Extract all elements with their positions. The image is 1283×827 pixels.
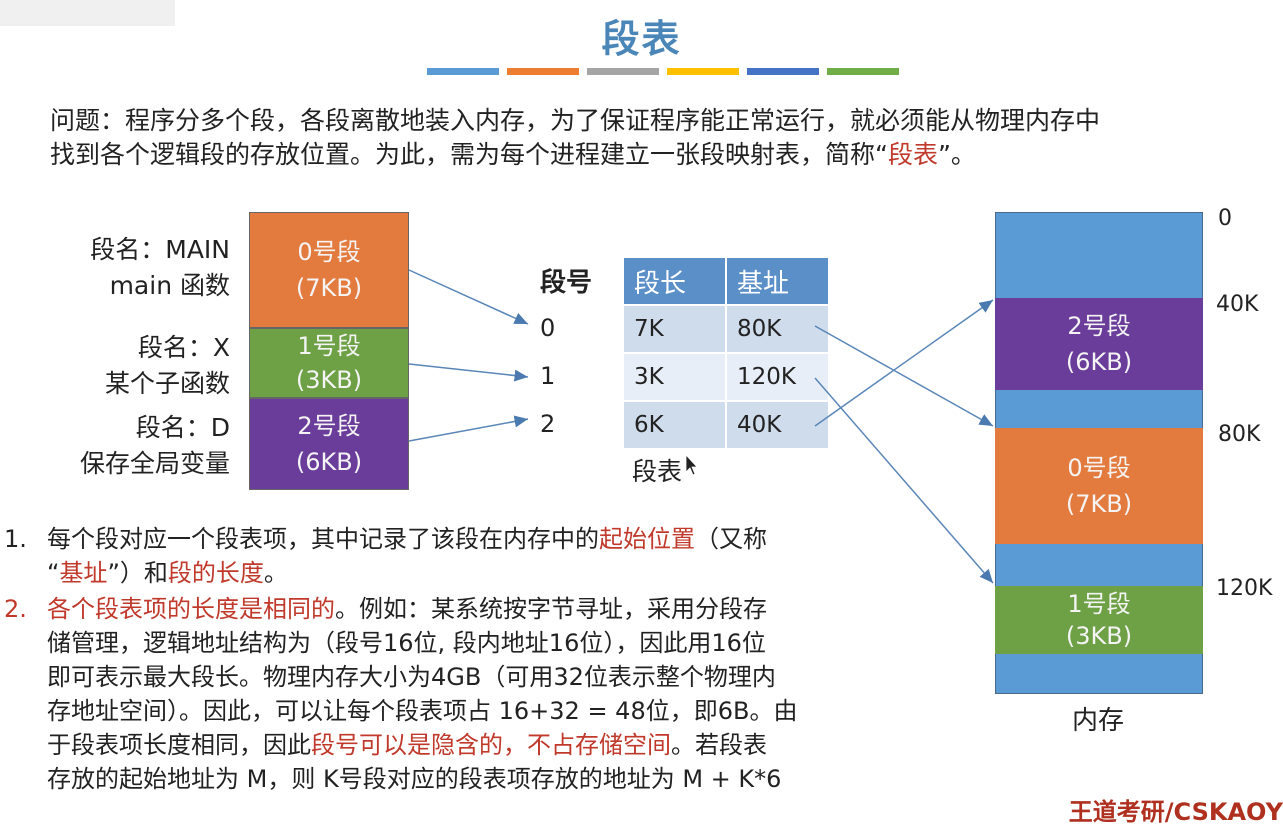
segment-table: 段长 基址 7K 80K 3K 120K 6K 40K (622, 256, 830, 450)
logical-segment-0: 0号段 (7KB) (249, 212, 409, 328)
arrow-row0-to-mem80k (814, 325, 994, 427)
segment-number-header: 段号 (540, 268, 593, 298)
point-1-number: 1. (4, 525, 27, 553)
address-40k: 40K (1216, 292, 1259, 317)
intro-text: 问题：程序分多个段，各段离散地装入内存，为了保证程序能正常运行，就必须能从物理内… (50, 104, 1282, 172)
table-row: 3K 120K (624, 354, 828, 400)
address-80k: 80K (1218, 422, 1261, 447)
mouse-cursor-icon (685, 453, 698, 476)
color-bar-1 (427, 68, 499, 75)
title-color-bars (427, 68, 899, 75)
intro-line-2: 找到各个逻辑段的存放位置。为此，需为每个进程建立一张段映射表，简称“段表”。 (50, 140, 976, 169)
memory-segment-2: 2号段 (6KB) (995, 298, 1203, 390)
segment-number-2: 2 (540, 410, 556, 438)
memory-segment-1: 1号段 (3KB) (995, 586, 1203, 654)
segment-name-main: 段名：MAIN main 函数 (90, 235, 230, 300)
logical-segment-1: 1号段 (3KB) (249, 328, 409, 398)
term-segment-table: 段表 (887, 140, 938, 169)
intro-line-1: 问题：程序分多个段，各段离散地装入内存，为了保证程序能正常运行，就必须能从物理内… (50, 106, 1101, 135)
segment-table-header-row: 段长 基址 (624, 258, 828, 304)
color-bar-5 (747, 68, 819, 75)
memory-caption: 内存 (1072, 706, 1125, 736)
address-120k: 120K (1216, 576, 1273, 601)
top-left-artifact (0, 0, 175, 26)
arrow-row1-to-mem120k (814, 377, 994, 584)
segment-name-x: 段名：X 某个子函数 (104, 333, 230, 398)
arrow-seg1-to-num1 (408, 363, 529, 382)
segment-name-d: 段名：D 保存全局变量 (79, 413, 230, 478)
arrow-seg0-to-num0 (408, 269, 529, 325)
point-2-number: 2. (4, 595, 27, 623)
memory-segment-0: 0号段 (7KB) (995, 428, 1203, 544)
segment-table-caption: 段表 (632, 457, 683, 486)
arrow-seg2-to-num2 (408, 415, 529, 442)
color-bar-3 (587, 68, 659, 75)
logical-segment-2: 2号段 (6KB) (249, 398, 409, 490)
table-row: 7K 80K (624, 306, 828, 352)
table-row: 6K 40K (624, 402, 828, 448)
color-bar-4 (667, 68, 739, 75)
brand-watermark: 王道考研/CSKAOY (1068, 798, 1283, 826)
segment-number-1: 1 (540, 362, 556, 390)
arrow-row2-to-mem40k (814, 299, 994, 427)
header-base: 基址 (727, 258, 828, 304)
header-length: 段长 (624, 258, 725, 304)
color-bar-6 (827, 68, 899, 75)
segment-number-0: 0 (540, 314, 556, 342)
address-0: 0 (1218, 206, 1232, 231)
color-bar-2 (507, 68, 579, 75)
page-title: 段表 (601, 17, 682, 61)
